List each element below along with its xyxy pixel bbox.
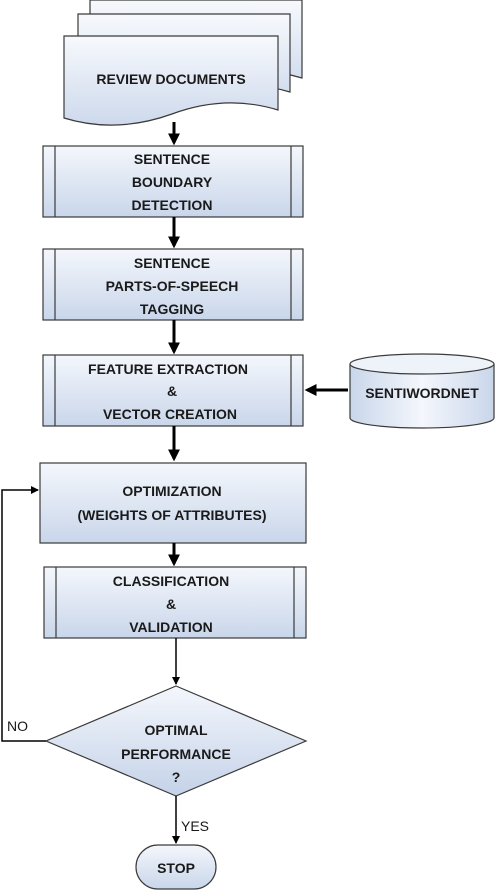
feature-label-line-1: FEATURE EXTRACTION [88,361,248,377]
edge-label-no: NO [7,718,28,734]
boundary-label-line-3: DETECTION [132,197,213,213]
optimization-node: OPTIMIZATION (WEIGHTS OF ATTRIBUTES) [39,462,307,544]
classification-label-line-1: CLASSIFICATION [113,573,229,589]
decision-label-line-3: ? [172,769,181,785]
pos-label-line-2: PARTS-OF-SPEECH [106,278,239,294]
classification-validation-node: CLASSIFICATION & VALIDATION [43,566,307,639]
feature-extraction-node: FEATURE EXTRACTION & VECTOR CREATION [42,354,304,427]
optimization-label-line-2: (WEIGHTS OF ATTRIBUTES) [78,507,267,523]
sentiwordnet-database-node: SENTIWORDNET [349,353,495,429]
sentiwordnet-label: SENTIWORDNET [365,385,479,401]
feature-label-line-2: & [167,383,177,399]
stop-terminator-node: STOP [135,844,217,890]
pos-label-line-3: TAGGING [140,301,204,317]
optimization-label-line-1: OPTIMIZATION [122,483,221,499]
edge-label-yes: YES [181,818,209,834]
boundary-label-line-2: BOUNDARY [132,174,213,190]
optimal-performance-decision-node: OPTIMAL PERFORMANCE ? [44,685,308,797]
review-documents-label: REVIEW DOCUMENTS [96,71,245,87]
review-documents-node: REVIEW DOCUMENTS [63,0,303,126]
classification-label-line-2: & [166,596,176,612]
pos-label-line-1: SENTENCE [134,255,210,271]
sentence-boundary-detection-node: SENTENCE BOUNDARY DETECTION [42,145,304,218]
boundary-label-line-1: SENTENCE [134,151,210,167]
pos-tagging-node: SENTENCE PARTS-OF-SPEECH TAGGING [42,248,304,321]
feature-label-line-3: VECTOR CREATION [103,406,237,422]
classification-label-line-3: VALIDATION [129,619,212,635]
decision-label-line-2: PERFORMANCE [121,746,231,762]
stop-label: STOP [157,860,195,876]
arrow-no-loop-to-optimization [1,486,46,742]
decision-label-line-1: OPTIMAL [145,722,208,738]
